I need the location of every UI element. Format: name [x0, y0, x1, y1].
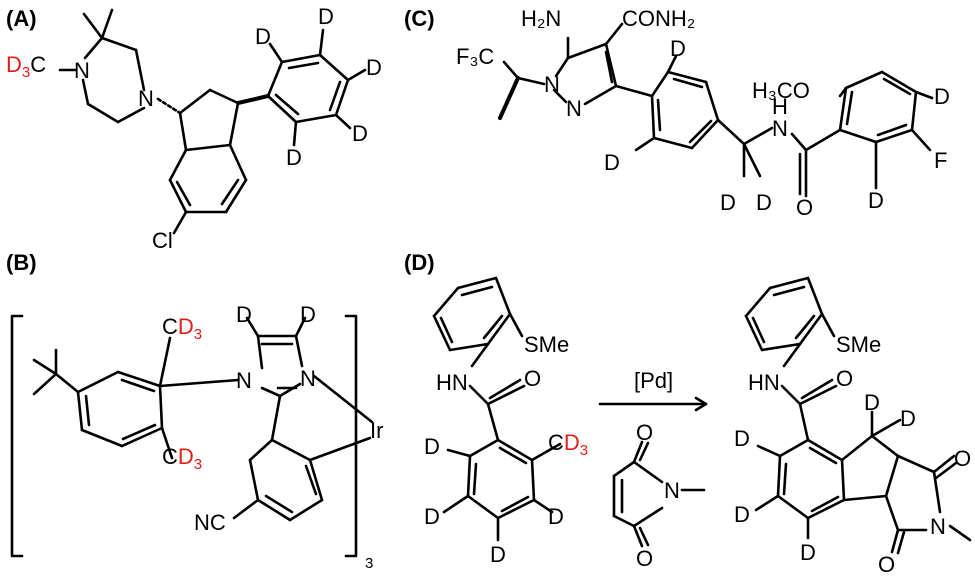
atom-n: N: [664, 478, 680, 503]
cd3-group: CD3: [162, 444, 202, 473]
atom-n: N: [930, 514, 946, 539]
amide-nh-label: HN: [748, 370, 780, 395]
atom-n: N: [772, 116, 788, 141]
panel-a-bonds: [58, 8, 367, 235]
deuterium-label: D: [490, 542, 506, 567]
panel-b-label: (B): [6, 250, 37, 275]
atom-o: O: [954, 446, 971, 471]
deuterium-label: D: [670, 36, 686, 61]
atom-o: O: [796, 195, 813, 220]
atom-ir: Ir: [370, 418, 383, 443]
panel-d-label: (D): [404, 250, 435, 275]
sme-label: SMe: [524, 332, 569, 357]
cd3-group: CD3: [548, 430, 588, 459]
cf3-label: F₃C: [456, 44, 494, 69]
deuterium-label: D: [300, 302, 316, 327]
deuterium-label: D: [548, 504, 564, 529]
deuterium-label: D: [734, 502, 750, 527]
atom-n: N: [74, 58, 90, 83]
deuterium-label: D: [864, 390, 880, 415]
atom-f: F: [934, 148, 947, 173]
deuterium-label: D: [868, 188, 884, 213]
deuterium-label: D: [366, 55, 382, 80]
amino-label: H₂N: [521, 6, 561, 31]
atom-n: N: [544, 72, 560, 97]
sme-label: SMe: [836, 332, 881, 357]
deuterium-label: D: [800, 540, 816, 565]
deuterium-label: D: [934, 84, 950, 109]
panel-c: (C): [404, 6, 950, 220]
panel-a: (A): [6, 4, 382, 253]
atom-n: N: [138, 86, 154, 111]
panel-b: (B): [6, 250, 383, 572]
deuterium-label: D: [424, 504, 440, 529]
cd3-group: CD3: [162, 314, 202, 343]
methoxy-label: H₃CO: [752, 78, 810, 103]
deuterium-label: D: [900, 406, 916, 431]
deuterium-label: D: [734, 426, 750, 451]
panel-b-bonds: [10, 314, 374, 558]
atom-o: O: [636, 420, 653, 445]
cd3-group: D3C: [6, 52, 46, 81]
atom-h: H: [772, 94, 788, 119]
deuterium-label: D: [352, 121, 368, 146]
deuterium-label: D: [318, 4, 334, 29]
atom-n: N: [566, 96, 582, 121]
panel-c-bonds: [498, 22, 934, 198]
atom-n: N: [236, 368, 252, 393]
atom-o: O: [836, 366, 853, 391]
panel-d-bonds: [432, 276, 972, 555]
deuterium-label: D: [255, 24, 271, 49]
deuterium-label: D: [286, 145, 302, 170]
panel-a-label: (A): [6, 6, 37, 31]
reagent-pd: [Pd]: [634, 368, 673, 393]
panel-d: (D): [404, 250, 972, 577]
deuterium-label: D: [604, 150, 620, 175]
deuterium-label: D: [236, 302, 252, 327]
subscript-3: 3: [365, 555, 373, 572]
atom-o: O: [524, 366, 541, 391]
amide-nh-label: HN: [436, 370, 468, 395]
atom-cl: Cl: [152, 228, 173, 253]
carboxamide-label: CONH₂: [622, 6, 695, 31]
deuterium-label: D: [756, 190, 772, 215]
atom-o: O: [878, 552, 895, 577]
nitrile-label: NC: [194, 510, 226, 535]
atom-o: O: [636, 546, 653, 571]
panel-c-label: (C): [404, 6, 435, 31]
deuterium-label: D: [424, 434, 440, 459]
deuterium-label: D: [720, 190, 736, 215]
atom-n: N: [300, 366, 316, 391]
